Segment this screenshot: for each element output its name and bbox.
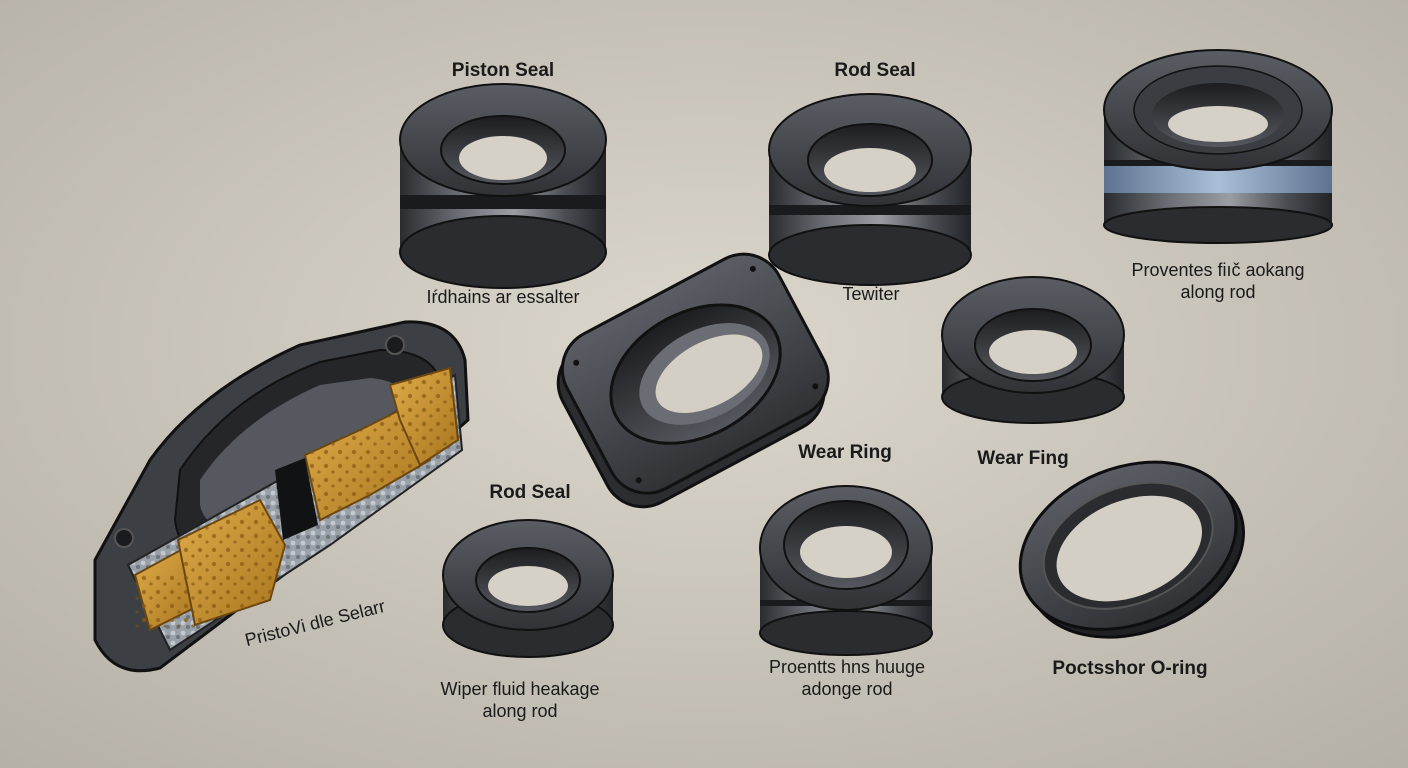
wiper-caption-line2: along rod [482,701,558,721]
top-right-caption-line1: Proventes fiıč aokang [1131,260,1305,280]
piston-seal-illustration [399,83,607,289]
top-right-seal-illustration [1103,49,1333,244]
wear-ring-center-title: Wear Ring [798,442,892,463]
wear-ring-right-title: Wear Fing [977,448,1069,469]
rod-seal-top-title: Rod Seal [834,60,916,81]
rod-seal-top-caption: Tewiter [842,284,900,304]
rod-seal-lower-title: Rod Seal [489,482,571,503]
piston-seal-title: Piston Seal [451,60,555,81]
oring-illustration [1018,460,1245,639]
top-right-caption-line2: along rod [1180,282,1256,302]
piston-seal-caption: Iŕdhains ar essalter [426,287,580,307]
wear-ring-right-illustration [941,276,1125,424]
cutaway-seal-housing-illustration [93,320,470,673]
wiper-caption-line1: Wiper fluid heakage [440,679,600,699]
oring-caption: Poctsshor O-ring [1052,658,1208,679]
large-tilted-ring-illustration [556,252,830,509]
wear-ring-center-illustration [759,485,933,656]
wear-ring-center-caption-line2: adonge rod [801,679,893,699]
rod-seal-lower-illustration [442,519,614,658]
wear-ring-center-caption-line1: Proentts hns huuge [768,657,926,677]
rod-seal-top-illustration [768,93,972,286]
